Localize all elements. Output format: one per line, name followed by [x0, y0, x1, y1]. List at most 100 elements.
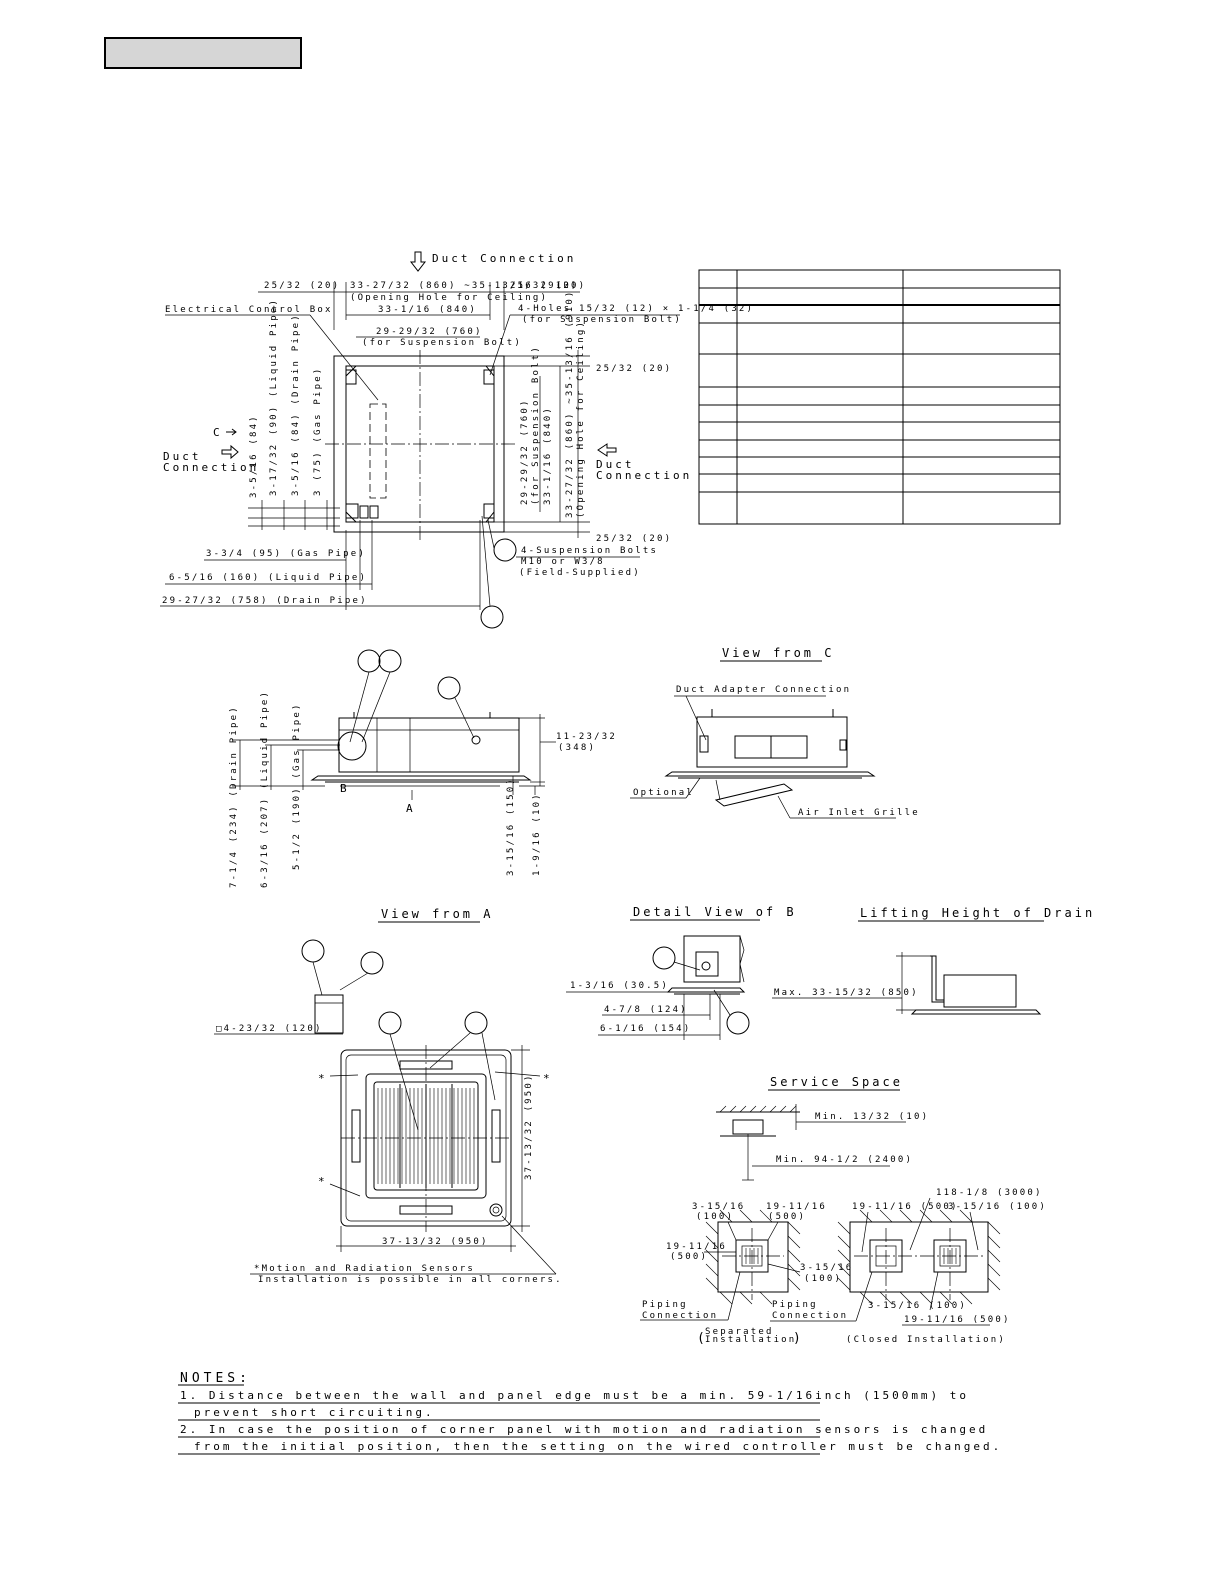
balloon-drain: [480, 605, 504, 629]
view-from-a: View from A □4-23/32 (120): [214, 907, 563, 1285]
balloon-a-1: [301, 939, 325, 963]
v-dim-840: 33-1/16 (840): [543, 406, 553, 505]
dim-840: 33-1/16 (840): [378, 305, 477, 315]
box-dim-label: □4-23/32 (120): [216, 1024, 323, 1034]
side-d150: 3-15/16 (150): [506, 777, 516, 876]
balloon-side-2: [378, 649, 402, 673]
note-1a: 1. Distance between the wall and panel e…: [180, 1389, 969, 1402]
sep-100c: 3-15/16: [800, 1263, 853, 1273]
optional-label: Optional: [633, 788, 694, 798]
detail-d154: 6-1/16 (154): [600, 1024, 691, 1034]
note-2a: 2. In case the position of corner panel …: [180, 1423, 988, 1436]
detail-d305: 1-3/16 (30.5): [570, 981, 669, 991]
holes-note-2: (for Suspension Bolt): [522, 315, 682, 325]
closed-label: (Closed Installation): [846, 1335, 1006, 1345]
duct-right-label-2: Connection: [596, 469, 692, 482]
electrical-control-box-label: Electrical Control Box: [165, 305, 333, 315]
duct-arrow-left-icon: [597, 443, 617, 457]
header-label-box: [104, 37, 302, 69]
duct-right-label: Duct: [596, 458, 635, 471]
dim-760: 29-29/32 (760): [376, 327, 483, 337]
v-dim-84: 3-5/16 (84): [249, 414, 259, 498]
v-dim-760: 29-29/32 (760): [520, 398, 530, 505]
c-label: C: [213, 426, 223, 439]
star-1: *: [318, 1072, 328, 1085]
v-dim-liquid: 3-17/32 (90) (Liquid Pipe): [269, 298, 279, 496]
dim-right-20b: 25/32 (20): [596, 534, 672, 544]
side-view: 11-23/32 (348) B A 7-1/4 (234) (Drain Pi…: [229, 649, 617, 888]
detail-view-b: Detail View of B 1-3/16 (30.5) 4-7/8 (12…: [566, 905, 797, 1040]
gas-pipe-dim: 3-3/4 (95) (Gas Pipe): [206, 549, 366, 559]
piping-2b: Connection: [772, 1311, 848, 1321]
balloon-b-2: [726, 1011, 750, 1035]
duct-arrow-down-icon: [409, 251, 427, 272]
b-label: B: [340, 782, 350, 795]
balloon-a-2: [360, 951, 384, 975]
motion-note-2: Installation is possible in all corners.: [258, 1275, 563, 1285]
sep-100a: 3-15/16: [692, 1202, 745, 1212]
sep-100b: (100): [696, 1212, 734, 1222]
service-title: Service Space: [770, 1075, 903, 1089]
v-dim-gas: 3 (75) (Gas Pipe): [313, 366, 323, 496]
paren-open: (: [697, 1331, 709, 1346]
lifting-title: Lifting Height of Drain: [860, 906, 1095, 920]
balloon-side-3: [437, 676, 461, 700]
closed-500b: 19-11/16 (500): [904, 1315, 1011, 1325]
detail-b-title: Detail View of B: [633, 905, 797, 919]
closed-500: 19-11/16 (500): [852, 1202, 959, 1212]
duct-connection-top-label: Duct Connection: [432, 252, 576, 265]
note-1b: prevent short circuiting.: [194, 1406, 435, 1419]
side-h-348a: 11-23/32: [556, 732, 617, 742]
service-space: Service Space Min. 13/32 (10) Min. 94-1/…: [640, 1075, 1045, 1346]
duct-left-label-2: Connection: [163, 461, 259, 474]
dim-right-top: 25/32 (20): [510, 281, 586, 291]
v-dim-opening-note: (Opening Hole for Ceiling): [576, 320, 586, 518]
closed-3000: 118-1/8 (3000): [936, 1188, 1043, 1198]
air-inlet-label: Air Inlet Grille: [798, 808, 920, 818]
v-dim-760-note: (for Suspension Bolt): [531, 345, 541, 505]
notes-block: NOTES: 1. Distance between the wall and …: [178, 1371, 999, 1455]
view-a-title: View from A: [381, 907, 493, 921]
side-liquid-dim: 6-3/16 (207) (Liquid Pipe): [260, 690, 270, 888]
holes-note: 4-Holes 15/32 (12) × 1-1/4 (32): [518, 304, 754, 314]
bolts-label-2: M10 or W3/8: [521, 557, 605, 567]
v-dim-opening: 33-27/32 (860) ~35-13/16 (910): [565, 289, 575, 518]
top-plan-view: Duct Connection 25/32 (20) 33-27/32 (860…: [160, 251, 754, 629]
h950-dim: 37-13/32 (950): [382, 1237, 489, 1247]
piping-1b: Connection: [642, 1311, 718, 1321]
side-drain-dim: 7-1/4 (234) (Drain Pipe): [229, 705, 239, 888]
sep-100d: (100): [804, 1274, 842, 1284]
motion-note-1: *Motion and Radiation Sensors: [254, 1264, 475, 1274]
duct-arrow-right-icon: [221, 444, 239, 460]
bolts-label: 4-Suspension Bolts: [521, 546, 658, 556]
side-gas-dim: 5-1/2 (190) (Gas Pipe): [292, 702, 302, 870]
balloon-side-1: [357, 649, 381, 673]
side-h-348b: (348): [558, 743, 596, 753]
v950-dim: 37-13/32 (950): [524, 1073, 534, 1180]
view-c-title: View from C: [722, 646, 834, 660]
dim-760-note: (for Suspension Bolt): [362, 338, 522, 348]
dim-left-top: 25/32 (20): [264, 281, 340, 291]
star-3: *: [318, 1175, 328, 1188]
v-dim-drain: 3-5/16 (84) (Drain Pipe): [291, 313, 301, 496]
side-d10: 1-9/16 (10): [532, 792, 542, 876]
balloon-b-1: [652, 946, 676, 970]
view-from-c: View from C Duct Adapter Connection Opti…: [630, 646, 920, 819]
star-2: *: [543, 1072, 553, 1085]
a-label: A: [406, 802, 416, 815]
closed-100b: 3-15/16 (100): [868, 1301, 967, 1311]
min-2400: Min. 94-1/2 (2400): [776, 1155, 913, 1165]
detail-d124: 4-7/8 (124): [604, 1005, 688, 1015]
dim-opening-note: (Opening Hole for Ceiling): [350, 293, 548, 303]
balloon-a-4: [464, 1011, 488, 1035]
piping-1: Piping: [642, 1300, 688, 1310]
bolts-label-3: (Field-Supplied): [519, 568, 641, 578]
separated-label-2: Installation: [705, 1335, 796, 1345]
paren-close: ): [793, 1331, 805, 1346]
lifting-max: Max. 33-15/32 (850): [774, 988, 919, 998]
parts-table: [698, 269, 1061, 525]
dim-right-20a: 25/32 (20): [596, 364, 672, 374]
lifting-height-drain: Lifting Height of Drain Max. 33-15/32 (8…: [772, 906, 1095, 1015]
separated-label: Separated: [705, 1327, 774, 1337]
